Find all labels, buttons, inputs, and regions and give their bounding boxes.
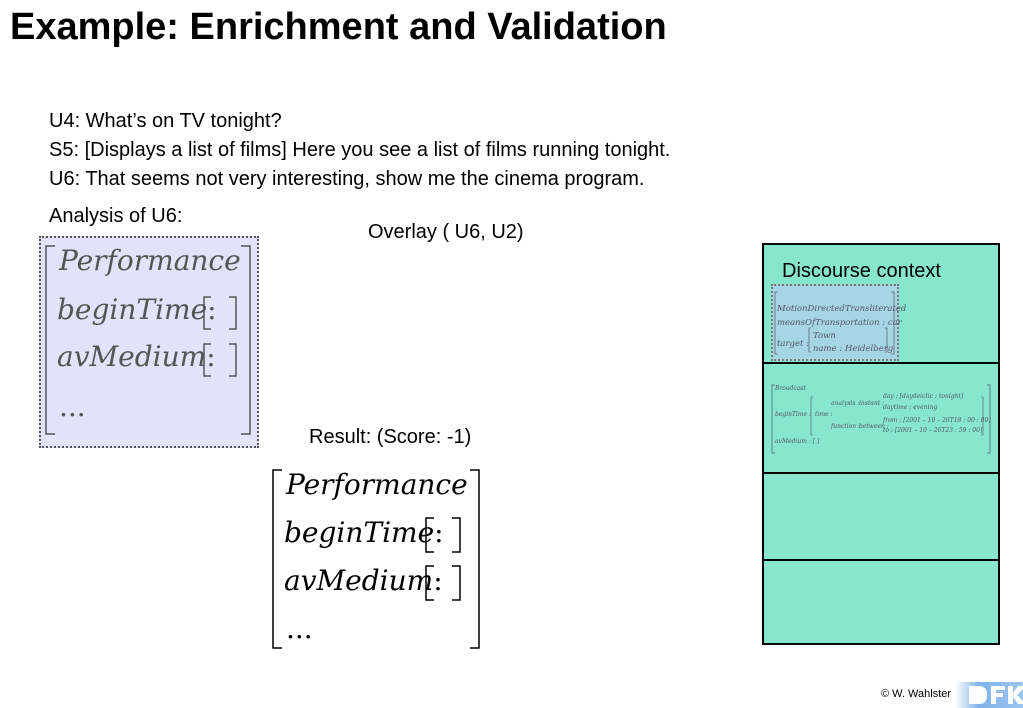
avm-outer-brackets — [272, 469, 480, 649]
avm-outer-brackets — [45, 245, 251, 435]
mini-avm-brackets — [771, 384, 991, 454]
mini-avm-type: MotionDirectedTransliterated — [777, 304, 907, 314]
mini-avm-line: name : Heidelberg — [813, 344, 894, 354]
mini-avm-line: target : — [777, 339, 809, 349]
overlay-label: Overlay ( U6, U2) — [368, 221, 524, 243]
mini-avm-line: beginTime : — [775, 411, 812, 418]
avm-feature-begintime: beginTime: — [284, 516, 444, 549]
avm-type: Performance — [286, 468, 468, 501]
context-divider — [764, 362, 998, 364]
dialogue-line-u4: U4: What’s on TV tonight? — [49, 110, 282, 132]
avm-feature-begintime: beginTime: — [57, 293, 217, 326]
dialogue-line-s5: S5: [Displays a list of films] Here you … — [49, 139, 671, 161]
slide-title: Example: Enrichment and Validation — [10, 6, 667, 48]
copyright: © W. Wahlster — [881, 688, 952, 700]
result-label: Result: (Score: -1) — [309, 426, 472, 448]
mini-avm-line: avMedium : [ ] — [775, 438, 820, 445]
mini-avm-line: from : [2001 – 10 – 26T18 : 00 : 00] — [883, 417, 991, 424]
discourse-context-label: Discourse context — [782, 260, 941, 282]
avm-empty-value — [425, 565, 461, 601]
mini-avm-line: analysis : — [831, 400, 860, 407]
avm-type: Performance — [59, 244, 241, 277]
analysis-avm-box: Performance beginTime: avMedium: ... — [39, 236, 259, 448]
mini-avm-line: between : — [859, 423, 889, 430]
context-avm-broadcast: Broadcast beginTime : time : analysis : … — [771, 383, 993, 455]
context-avm-motion: MotionDirectedTransliterated meansOfTran… — [771, 284, 906, 361]
discourse-context-panel: Discourse context MotionDirectedTranslit… — [762, 243, 1000, 645]
dfki-logo — [955, 682, 1023, 708]
mini-avm-line: daytime : evening — [883, 404, 938, 411]
avm-feature-avmedium: avMedium: — [57, 340, 216, 373]
dialogue-line-u6: U6: That seems not very interesting, sho… — [49, 168, 645, 190]
mini-avm-line: to : [2001 – 10 – 26T23 : 59 : 00] — [883, 427, 983, 434]
analysis-label: Analysis of U6: — [49, 205, 183, 227]
mini-avm-line: Town — [813, 331, 836, 341]
avm-empty-value — [203, 343, 237, 377]
mini-avm-brackets — [774, 291, 895, 355]
context-divider — [764, 472, 998, 474]
mini-avm-line: meansOfTransportation : car — [777, 318, 902, 328]
avm-feature-avmedium: avMedium: — [284, 564, 443, 597]
result-avm-box: Performance beginTime: avMedium: ... — [270, 466, 484, 652]
mini-avm-line: function : — [831, 423, 861, 430]
context-divider — [764, 559, 998, 561]
mini-avm-line: time : — [815, 411, 833, 418]
avm-ellipsis: ... — [59, 390, 86, 423]
mini-avm-line: instant : — [859, 400, 885, 407]
avm-empty-value — [425, 517, 461, 553]
mini-avm-line: day : [daydeictic : tonight] — [883, 393, 964, 400]
avm-empty-value — [203, 296, 237, 330]
avm-ellipsis: ... — [286, 612, 313, 645]
mini-avm-type: Broadcast — [775, 385, 806, 392]
